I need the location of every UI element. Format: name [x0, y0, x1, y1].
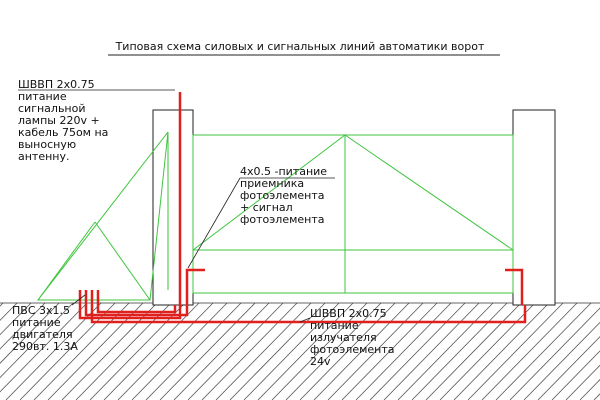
hatch-line: [0, 302, 46, 350]
left-gate-leaf-open: [36, 131, 169, 301]
hatch-line: [131, 302, 228, 400]
power-cables: [78, 92, 527, 324]
emitter-cable-line-2: питание: [310, 319, 359, 332]
hatch-line: [243, 302, 340, 400]
hatch-line: [0, 302, 32, 336]
lamp-cable-line-5: кабель 75ом на: [18, 126, 109, 139]
motor-cable-line-3: двигателя: [12, 328, 73, 341]
receiver-cable-line-3: фотоэлемента: [240, 189, 325, 202]
lamp-cable-line-2: питание: [18, 90, 67, 103]
hatch-line: [201, 302, 298, 400]
hatch-line: [467, 302, 564, 400]
hatch-line: [117, 302, 214, 400]
hatch-line: [285, 302, 382, 400]
hatch-line: [187, 302, 284, 400]
receiver-cable-line-2: приемника: [240, 177, 305, 190]
hatch-line: [0, 302, 74, 379]
hatch-line: [439, 302, 536, 400]
diagram-title: Типовая схема силовых и сигнальных линий…: [115, 40, 485, 53]
hatch-line: [327, 302, 424, 400]
hatch-line: [425, 302, 522, 400]
hatch-line: [229, 302, 326, 400]
receiver-cable-line-1: 4х0.5 -питание: [240, 165, 328, 178]
hatch-line: [397, 302, 494, 400]
hatch-line: [355, 302, 452, 400]
emitter-cable-line-4: фотоэлемента: [310, 343, 395, 356]
hatch-line: [0, 302, 88, 393]
hatch-line: [383, 302, 480, 400]
hatch-line: [271, 302, 368, 400]
hatch-line: [369, 302, 466, 400]
motor-cable-line-1: ПВС 3х1.5: [12, 304, 70, 317]
ground-hatch: [0, 302, 600, 400]
hatch-line: [453, 302, 550, 400]
hatch-line: [173, 302, 270, 400]
hatch-line: [579, 379, 600, 400]
hatch-line: [257, 302, 354, 400]
lamp-cable-line-7: антенну.: [18, 150, 70, 163]
motor-cable-line-4: 290вт. 1.3А: [12, 340, 78, 353]
hatch-line: [509, 307, 600, 400]
hatch-line: [495, 302, 592, 400]
hatch-line: [299, 302, 396, 400]
receiver-cable-line-4: + сигнал: [240, 201, 293, 214]
lamp-cable-line-1: ШВВП 2х0.75: [18, 78, 95, 91]
receiver-cable-label: 4х0.5 -питание приемника фотоэлемента + …: [240, 166, 327, 226]
receiver-cable-line-5: фотоэлемента: [240, 213, 325, 226]
hatch-line: [0, 302, 18, 321]
hatch-line: [215, 302, 312, 400]
hatch-line: [313, 302, 410, 400]
lamp-cable-line-4: лампы 220v +: [18, 114, 100, 127]
hatch-line: [551, 350, 600, 400]
hatch-line: [0, 302, 60, 364]
lamp-cable-line-6: выносную: [18, 138, 77, 151]
hatch-line: [341, 302, 438, 400]
emitter-cable-line-1: ШВВП 2х0.75: [310, 307, 387, 320]
hatch-line: [103, 302, 200, 400]
hatch-line: [145, 302, 242, 400]
motor-cable-label: ПВС 3х1.5 питание двигателя 290вт. 1.3А: [12, 305, 78, 353]
hatch-line: [159, 302, 256, 400]
closed-gate-leaves: [192, 134, 514, 294]
emitter-cable-line-5: 24v: [310, 355, 331, 368]
emitter-cable-line-3: излучателя: [310, 331, 377, 344]
emitter-cable-label: ШВВП 2х0.75 питание излучателя фотоэлеме…: [310, 308, 395, 368]
lamp-cable-line-3: сигнальной: [18, 102, 86, 115]
motor-cable-line-2: питание: [12, 316, 61, 329]
leader-lines: [18, 89, 335, 323]
hatch-line: [537, 336, 600, 400]
right-pillar: [512, 109, 556, 306]
hatch-line: [411, 302, 508, 400]
lamp-cable-label: ШВВП 2х0.75 питание сигнальной лампы 220…: [18, 79, 108, 163]
hatch-line: [481, 302, 578, 400]
hatch-line: [523, 321, 600, 400]
hatch-line: [565, 364, 600, 400]
